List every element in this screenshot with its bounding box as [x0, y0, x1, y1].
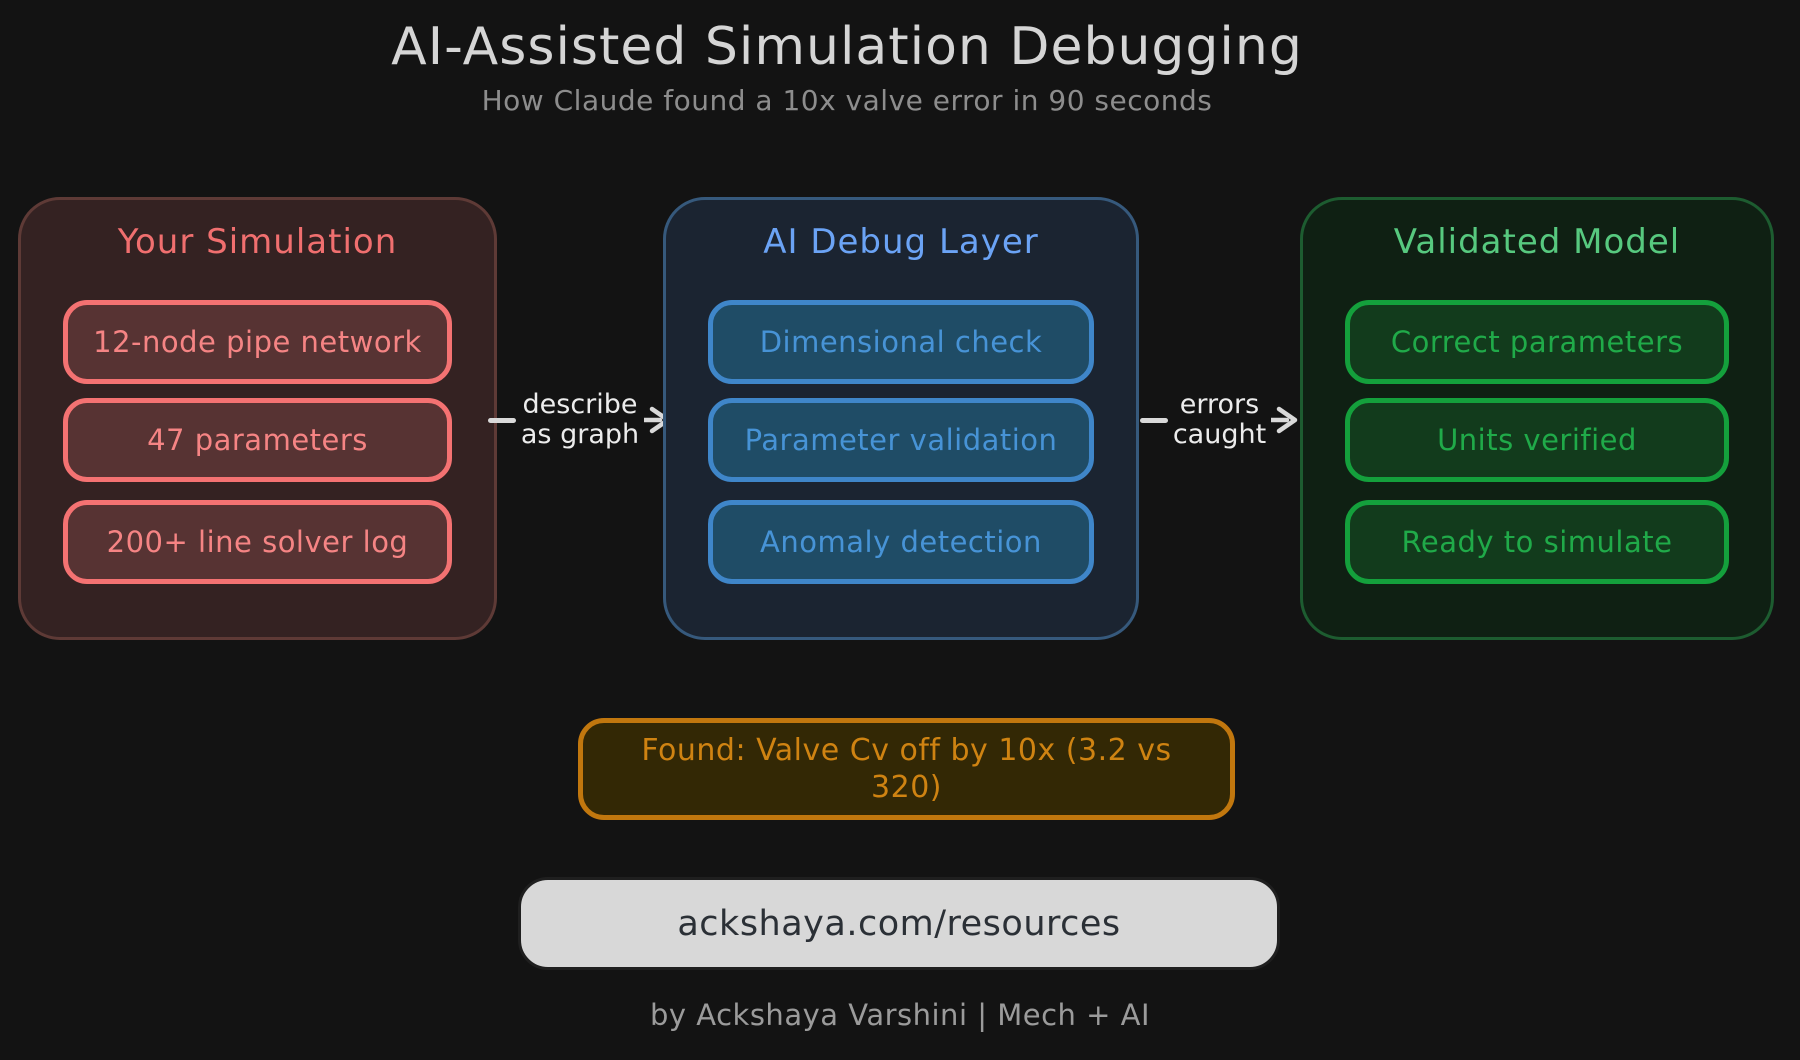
- item-label: Units verified: [1437, 423, 1637, 457]
- arrow-shaft: [1139, 417, 1168, 423]
- page-title: AI-Assisted Simulation Debugging: [391, 17, 1303, 77]
- arrow-label-line1: describe: [522, 388, 638, 420]
- panel-title: AI Debug Layer: [763, 222, 1039, 262]
- arrow-label-line2: as graph: [520, 419, 640, 450]
- panel-your-simulation: Your Simulation 12-node pipe network 47 …: [18, 197, 497, 640]
- page-subtitle: How Claude found a 10x valve error in 90…: [481, 84, 1213, 118]
- item-pill: Ready to simulate: [1345, 500, 1729, 584]
- item-pill: 200+ line solver log: [63, 500, 452, 584]
- item-pill: Dimensional check: [708, 300, 1094, 384]
- item-label: Correct parameters: [1390, 325, 1684, 359]
- found-banner: Found: Valve Cv off by 10x (3.2 vs 320): [578, 718, 1235, 820]
- item-pill: 47 parameters: [63, 398, 452, 482]
- byline: by Ackshaya Varshini | Mech + AI: [649, 998, 1151, 1032]
- item-label: Dimensional check: [759, 325, 1043, 359]
- panel-validated-model: Validated Model Correct parameters Units…: [1300, 197, 1774, 640]
- arrow-right-icon: [1271, 406, 1298, 434]
- arrow-describe-as-graph: describe as graph: [487, 370, 671, 470]
- item-label: Parameter validation: [744, 423, 1058, 457]
- arrow-errors-caught: errors caught: [1136, 370, 1303, 470]
- arrow-label: describe as graph: [520, 388, 640, 450]
- panel-ai-debug-layer: AI Debug Layer Dimensional check Paramet…: [663, 197, 1139, 640]
- item-pill: Parameter validation: [708, 398, 1094, 482]
- item-pill: 12-node pipe network: [63, 300, 452, 384]
- panel-title: Validated Model: [1393, 222, 1681, 262]
- arrow-label-line2: caught: [1172, 419, 1267, 450]
- item-label: 12-node pipe network: [93, 325, 422, 359]
- item-label: Ready to simulate: [1401, 525, 1673, 559]
- item-label: 200+ line solver log: [106, 525, 409, 559]
- header: AI-Assisted Simulation Debugging How Cla…: [0, 16, 1694, 117]
- arrow-label-line1: errors: [1179, 388, 1260, 420]
- item-pill: Units verified: [1345, 398, 1729, 482]
- item-label: Anomaly detection: [760, 525, 1042, 559]
- item-label: 47 parameters: [147, 423, 368, 457]
- panel-title: Your Simulation: [117, 222, 398, 262]
- found-banner-text: Found: Valve Cv off by 10x (3.2 vs 320): [641, 732, 1172, 806]
- arrow-shaft: [487, 417, 516, 423]
- arrow-label: errors caught: [1172, 388, 1267, 450]
- item-pill: Anomaly detection: [708, 500, 1094, 584]
- resource-link-pill[interactable]: ackshaya.com/resources: [518, 877, 1280, 970]
- item-pill: Correct parameters: [1345, 300, 1729, 384]
